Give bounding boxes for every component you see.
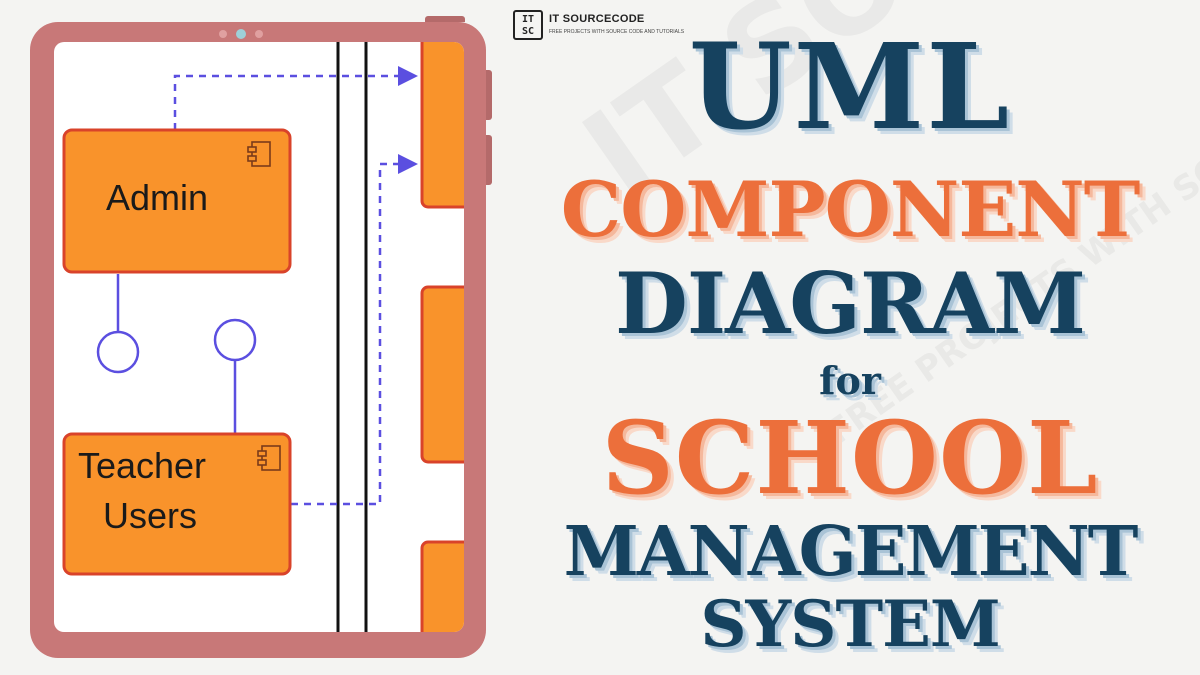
component-label-admin: Admin bbox=[106, 177, 208, 218]
title-system: SYSTEM bbox=[700, 587, 1000, 662]
brand-tagline: FREE PROJECTS WITH SOURCE CODE AND TUTOR… bbox=[549, 29, 685, 35]
component-box-teacher bbox=[62, 432, 292, 576]
tablet-top-button bbox=[425, 16, 465, 22]
component-label-line: Teacher bbox=[78, 445, 206, 486]
brand-logo: IT SC IT SOURCECODE FREE PROJECTS WITH S… bbox=[513, 10, 684, 42]
brand-name: IT SOURCECODE bbox=[549, 13, 645, 25]
provided-interface-circle bbox=[96, 330, 140, 374]
provided-interface-circle bbox=[213, 318, 257, 362]
title-diagram: DIAGRAM bbox=[614, 254, 1086, 353]
component-box-admin bbox=[62, 128, 292, 274]
component-icon bbox=[257, 445, 281, 471]
tablet-camera bbox=[236, 29, 246, 39]
title-management: MANAGEMENT bbox=[563, 512, 1139, 592]
tablet-side-button bbox=[486, 135, 492, 185]
title-component: COMPONENT bbox=[560, 165, 1141, 254]
component-label-line: Users bbox=[103, 495, 197, 536]
tablet-sensor bbox=[219, 30, 227, 38]
dependency-arrow bbox=[291, 154, 418, 506]
title-for: for bbox=[819, 358, 881, 403]
component-box-partial bbox=[420, 285, 464, 464]
title-school: SCHOOL bbox=[601, 399, 1099, 517]
tablet-side-button bbox=[486, 70, 492, 120]
component-box-partial bbox=[420, 42, 464, 209]
tablet-sensor bbox=[255, 30, 263, 38]
title-uml: UML bbox=[688, 17, 1012, 156]
component-icon bbox=[247, 141, 271, 167]
brand-logo-mark: IT SC bbox=[513, 10, 543, 40]
component-box-partial bbox=[420, 540, 464, 632]
dependency-arrow bbox=[173, 66, 418, 130]
